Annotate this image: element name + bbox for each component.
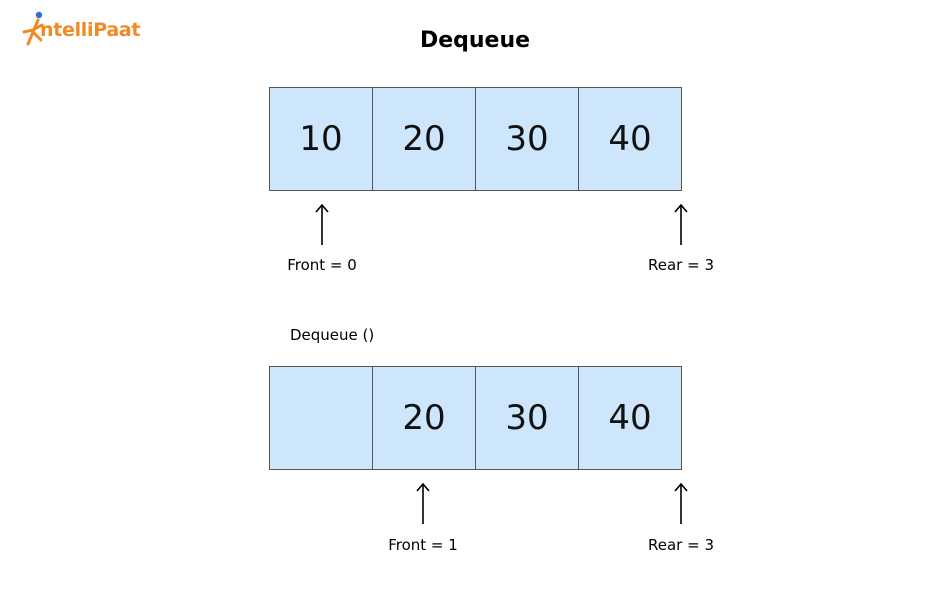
queue-cell: 10: [269, 87, 373, 191]
queue-cell: 30: [475, 87, 579, 191]
front-label: Front = 1: [388, 536, 458, 554]
front-pointer-arrow-icon: [315, 204, 329, 245]
queue-cell: 20: [372, 87, 476, 191]
queue-cell: 40: [578, 366, 682, 470]
logo-text: ntelliPaat: [40, 19, 141, 41]
rear-label: Rear = 3: [648, 536, 714, 554]
queue-before: 10 20 30 40: [269, 87, 682, 191]
logo-figure-icon: [22, 11, 44, 46]
queue-cell: 30: [475, 366, 579, 470]
queue-cell: 40: [578, 87, 682, 191]
rear-pointer-arrow-icon: [674, 483, 688, 524]
operation-label: Dequeue (): [290, 326, 375, 344]
intellipaat-logo: ntelliPaat: [18, 10, 143, 54]
diagram-title: Dequeue: [419, 28, 531, 53]
queue-cell: 20: [372, 366, 476, 470]
queue-cell-empty: [269, 366, 373, 470]
rear-label: Rear = 3: [648, 256, 714, 274]
front-pointer-arrow-icon: [416, 483, 430, 524]
front-label: Front = 0: [287, 256, 357, 274]
queue-after: 20 30 40: [269, 366, 682, 470]
rear-pointer-arrow-icon: [674, 204, 688, 245]
